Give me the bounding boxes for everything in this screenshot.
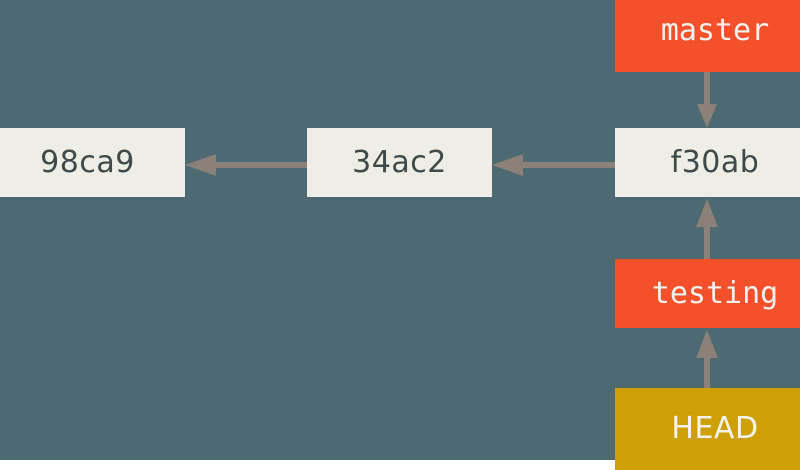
arrow-testing-to-f30ab <box>693 197 721 259</box>
branch-node-testing[interactable]: testing <box>615 259 800 328</box>
arrow-f30ab-to-34ac2 <box>492 150 615 180</box>
branch-node-master[interactable]: master <box>615 0 800 72</box>
arrow-head-to-testing <box>693 328 721 388</box>
branch-label: testing <box>651 275 779 311</box>
branch-label: master <box>660 13 770 48</box>
head-node[interactable]: HEAD <box>615 388 800 470</box>
commit-node-f30ab[interactable]: f30ab <box>615 128 800 197</box>
commit-label: 34ac2 <box>352 144 447 180</box>
commit-label: 98ca9 <box>40 144 135 180</box>
commit-node-98ca9[interactable]: 98ca9 <box>0 128 185 197</box>
commit-label: f30ab <box>670 144 760 180</box>
arrow-master-to-f30ab <box>693 72 721 130</box>
head-label: HEAD <box>671 411 759 446</box>
commit-node-34ac2[interactable]: 34ac2 <box>307 128 492 197</box>
arrow-34ac2-to-98ca9 <box>185 150 307 180</box>
